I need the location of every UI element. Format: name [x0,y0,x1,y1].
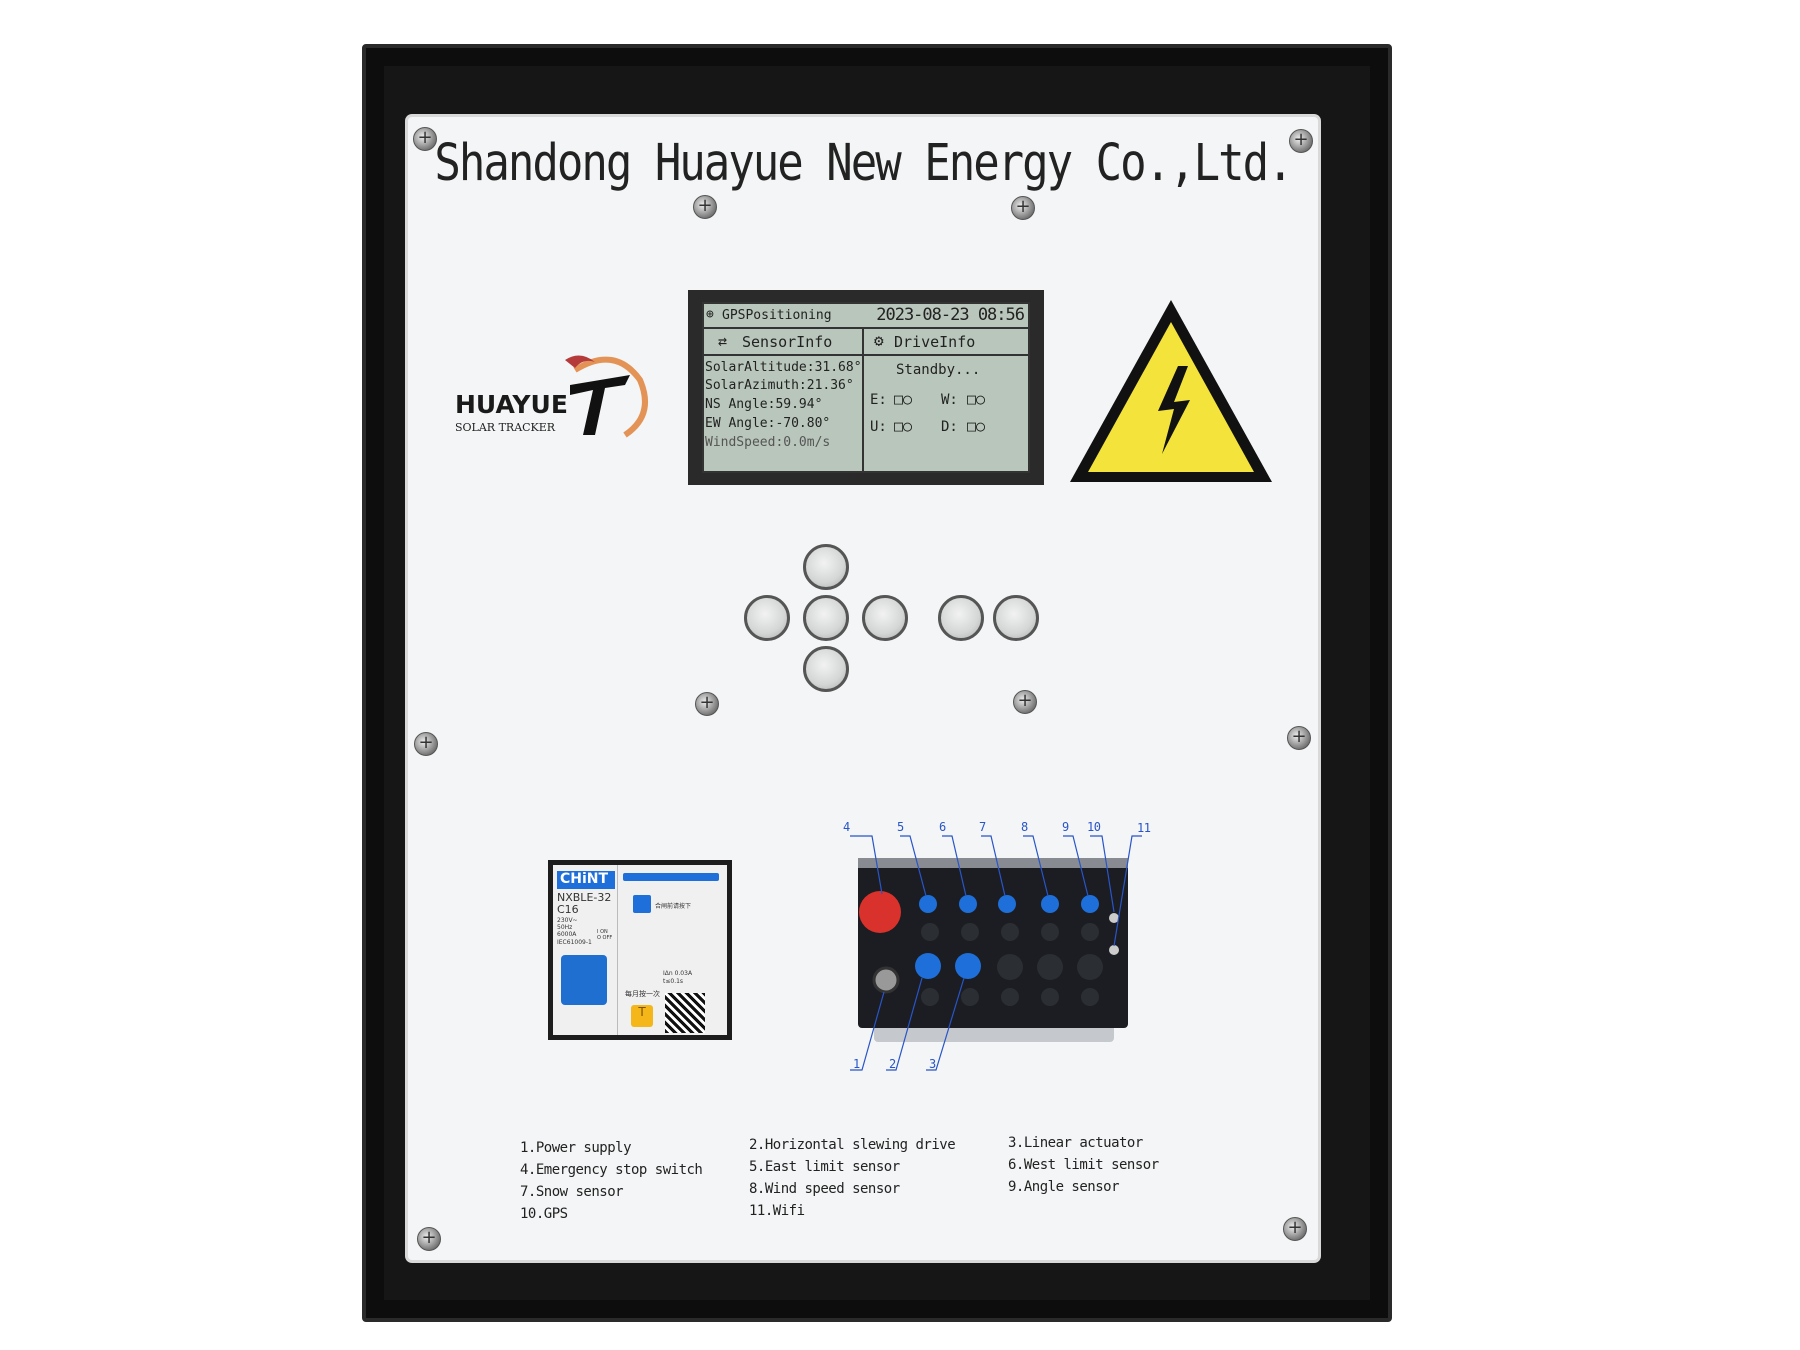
company-title: Shandong Huayue New Energy Co.,Ltd. [434,134,1293,193]
breaker-test-note: 每月按一次 [625,990,660,998]
huayue-logo-icon [565,355,648,438]
lcd-datetime: 2023-08-23 08:56 [876,305,1025,325]
qr-code-icon [665,993,705,1033]
legend-item: 1.Power supply [520,1140,632,1156]
callout-1: 1 [853,1057,860,1071]
drive-label-w: W: [941,392,958,408]
test-button[interactable]: T [631,1005,653,1027]
off-label: O OFF [597,935,613,941]
solar-azimuth: SolarAzimuth:21.36° [705,378,854,393]
up-button[interactable] [803,544,849,590]
on-label: I ON [597,929,608,935]
callout-10: 10 [1087,820,1101,834]
legend-item: 11.Wifi [749,1203,805,1219]
screw-icon [1013,690,1037,714]
reset-button[interactable] [633,895,651,913]
brand-subtitle: SOLAR TRACKER [455,421,556,434]
screw-icon [413,127,437,151]
breaker-rating: C16 [557,903,579,916]
callout-2: 2 [889,1057,896,1071]
drive-label-u: U: [870,419,887,435]
gear-icon: ⚙ [874,331,884,350]
breaker-spec: 6000A [557,931,577,938]
brand-name: HUAYUE [455,390,568,419]
drive-label-d: D: [941,419,958,435]
breaker-toggle[interactable] [561,955,607,1005]
ew-angle: EW Angle:-70.80° [705,416,831,431]
indicator-icon: □○ [967,417,986,435]
down-button[interactable] [803,646,849,692]
screw-icon [1287,726,1311,750]
callout-5: 5 [897,820,904,834]
breaker-note: 合闸前请按下 [655,903,692,910]
legend-item: 2.Horizontal slewing drive [749,1137,956,1153]
legend-item: 6.West limit sensor [1008,1157,1159,1173]
gps-status: GPSPositioning [722,308,832,323]
legend-item: 5.East limit sensor [749,1159,900,1175]
indicator-icon: □○ [894,417,913,435]
screw-icon [693,195,717,219]
tab-drive-info: DriveInfo [894,333,976,351]
legend-item: 3.Linear actuator [1008,1135,1143,1151]
callout-6: 6 [939,820,946,834]
breaker-idn: IΔn 0.03A [663,970,693,977]
legend-item: 4.Emergency stop switch [520,1162,703,1178]
tab-sensor-info: SensorInfo [742,333,833,351]
breaker-brand: CHiNT [557,871,615,889]
front-panel [408,117,1318,1260]
drive-label-e: E: [870,392,887,408]
right-button[interactable] [862,595,908,641]
screw-icon [1289,129,1313,153]
lcd-display: ⊕ GPSPositioning 2023-08-23 08:56 ⇄ Sens… [688,290,1044,485]
callout-7: 7 [979,820,986,834]
legend-item: 9.Angle sensor [1008,1179,1120,1195]
connector-diagram [850,835,1142,1071]
breaker-spec: 50Hz [557,924,573,931]
legend-item: 7.Snow sensor [520,1184,624,1200]
function-button-1[interactable] [938,595,984,641]
wind-speed: WindSpeed:0.0m/s [705,435,831,450]
screw-icon [1283,1217,1307,1241]
screw-icon [414,732,438,756]
callout-8: 8 [1021,820,1028,834]
screw-icon [695,692,719,716]
callout-4: 4 [843,820,850,834]
high-voltage-warning-icon [1070,300,1272,482]
breaker-spec: IEC61009-1 [557,939,592,946]
screw-icon [1011,196,1035,220]
indicator-icon: □○ [894,390,913,408]
drive-status: Standby... [896,362,981,378]
screw-icon [417,1227,441,1251]
callout-11: 11 [1137,821,1151,835]
left-button[interactable] [744,595,790,641]
legend-item: 8.Wind speed sensor [749,1181,900,1197]
ok-button[interactable] [803,595,849,641]
circuit-breaker: CHiNT NXBLE-32 C16 230V~ 50Hz 6000A IEC6… [548,860,732,1040]
callout-9: 9 [1062,820,1069,834]
breaker-spec: 230V~ [557,917,578,924]
solar-altitude: SolarAltitude:31.68° [705,360,862,375]
indicator-icon: □○ [967,390,986,408]
legend-item: 10.GPS [520,1206,568,1222]
ns-angle: NS Angle:59.94° [705,397,823,412]
emergency-stop-icon [859,891,901,933]
breaker-model: NXBLE-32 [557,891,612,904]
callout-3: 3 [929,1057,936,1071]
function-button-2[interactable] [993,595,1039,641]
sensor-icon: ⇄ [718,332,728,350]
breaker-time: t≤0.1s [663,978,684,985]
gps-globe-icon: ⊕ [706,307,714,322]
